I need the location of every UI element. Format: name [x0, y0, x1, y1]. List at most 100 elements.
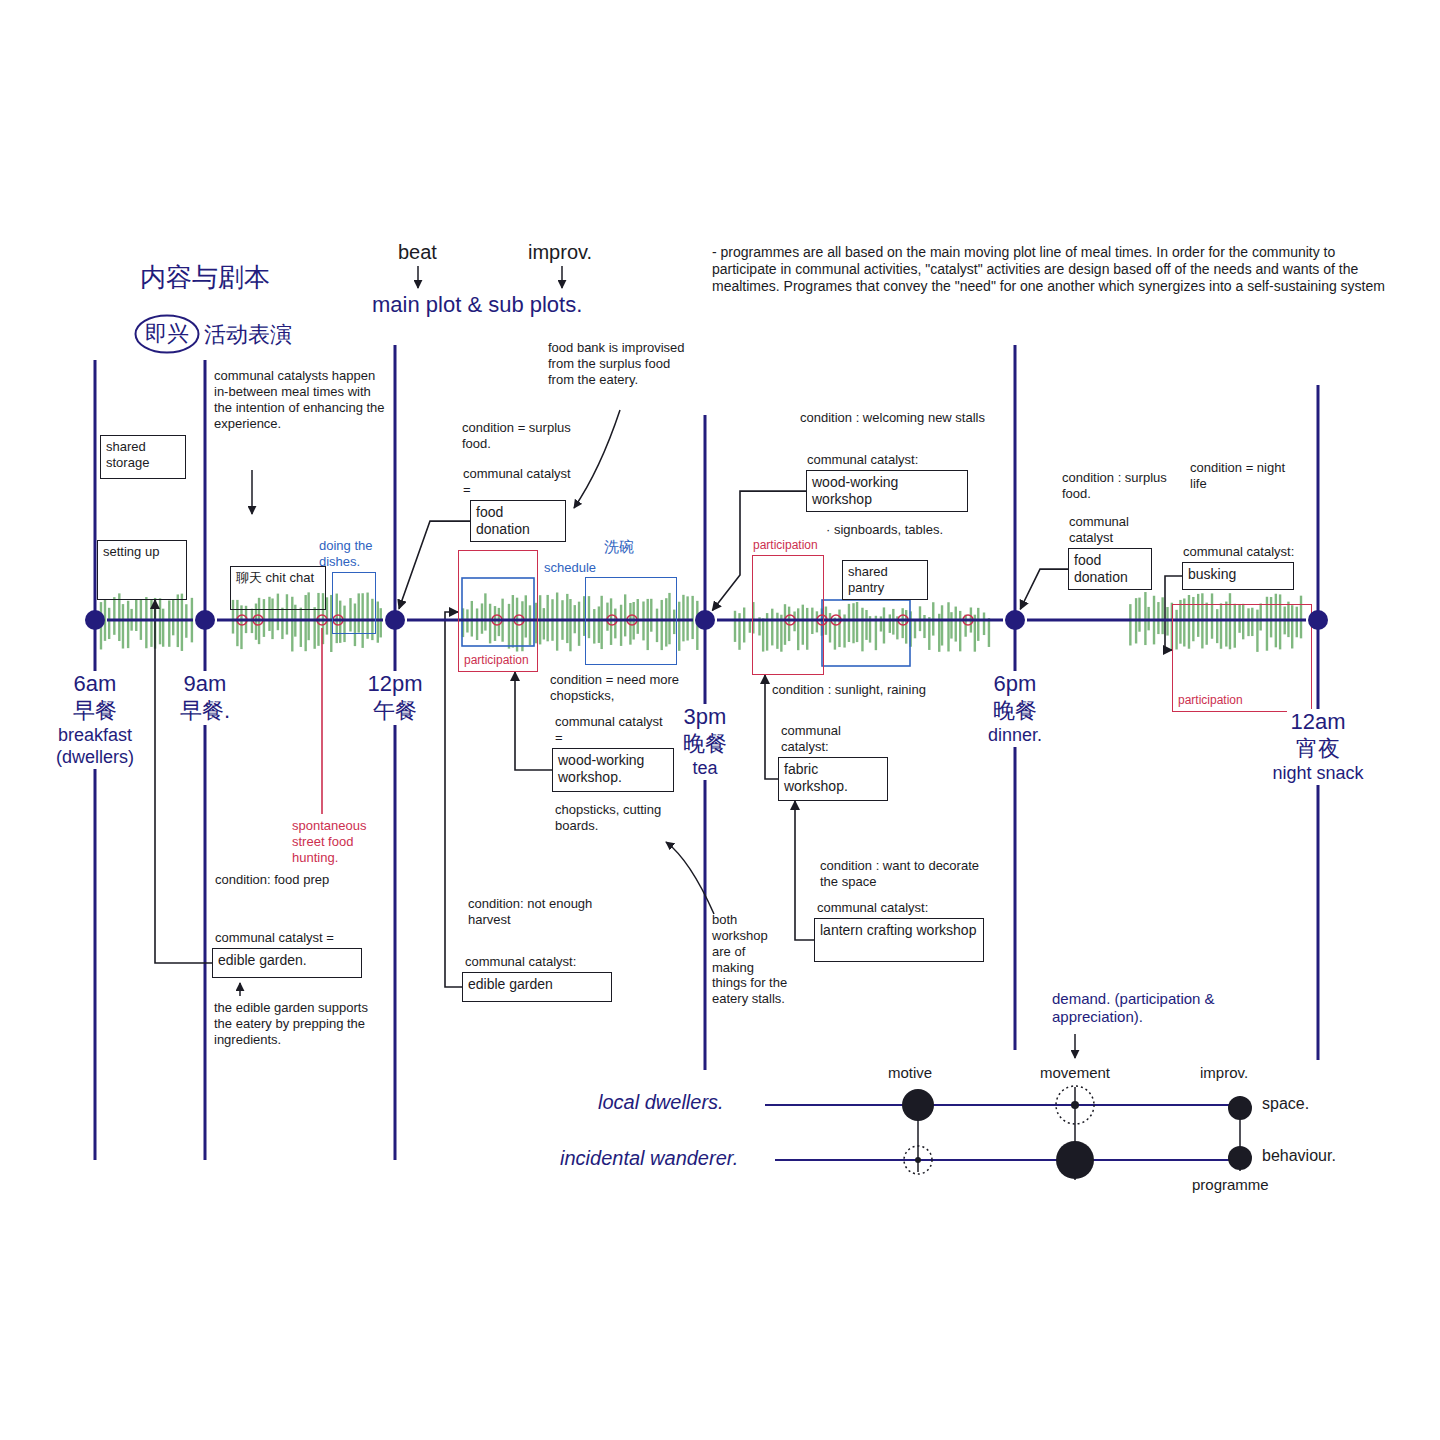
time-label-group: 6am早餐breakfast (dwellers)	[45, 671, 145, 769]
green-hatch	[339, 601, 341, 643]
box-heading: participation	[753, 538, 843, 553]
column-label: improv.	[1200, 1064, 1248, 1082]
green-hatch	[797, 608, 799, 650]
green-hatch	[889, 614, 891, 632]
catalyst-arrow	[1165, 576, 1182, 650]
green-hatch	[620, 605, 622, 646]
time-dot-frame	[194, 609, 216, 631]
time-label: 早餐	[70, 698, 120, 725]
annotation-note: food bank is improvised from the surplus…	[548, 340, 698, 388]
box-heading: communal catalyst:	[465, 954, 605, 970]
green-hatch	[1259, 603, 1261, 630]
green-hatch	[983, 612, 985, 635]
green-hatch	[566, 594, 568, 643]
timeline-segment	[717, 619, 1003, 622]
row-label: local dwellers.	[598, 1090, 724, 1114]
green-hatch	[988, 618, 990, 647]
green-hatch	[784, 604, 786, 645]
time-dot-frame	[84, 609, 106, 631]
catalyst-box: communal catalyst:edible garden	[462, 972, 612, 1002]
condition-note: condition = need more chopsticks,	[550, 672, 695, 704]
time-dot-frame	[1004, 609, 1026, 631]
catalyst-arrow	[795, 801, 814, 940]
pantry-box: shared pantry	[842, 560, 928, 600]
matrix-dot	[1056, 1141, 1094, 1179]
green-hatch	[1197, 594, 1199, 637]
catalyst-arrow	[399, 521, 470, 609]
time-divider	[394, 345, 397, 1160]
green-hatch	[834, 618, 836, 650]
green-hatch	[1175, 610, 1177, 650]
green-hatch	[964, 615, 966, 637]
green-hatch	[1161, 597, 1163, 634]
schedule-box: 洗碗schedule	[585, 577, 677, 665]
time-label: tea	[689, 758, 720, 780]
green-hatch	[489, 604, 491, 644]
green-hatch	[343, 606, 345, 642]
output-note: · signboards, tables.	[826, 522, 996, 538]
matrix-row-line	[765, 1104, 1250, 1106]
green-hatch	[691, 596, 693, 639]
catalyst-box: communal catalyst:fabric workshop.	[778, 757, 888, 801]
green-hatch	[113, 597, 115, 635]
matrix-dot	[902, 1089, 934, 1121]
time-dot	[1308, 610, 1328, 630]
condition-note: condition: not enough harvest	[468, 896, 618, 928]
catalyst-arrow	[1020, 569, 1068, 609]
time-dot	[195, 610, 215, 630]
time-dot-frame	[1307, 609, 1329, 631]
time-dot	[1005, 610, 1025, 630]
green-hatch	[771, 609, 773, 646]
street-food-note: spontaneous street food hunting.	[292, 818, 390, 866]
box-text: 聊天 chit chat	[236, 570, 320, 586]
matrix-dot	[915, 1157, 921, 1163]
condition-note: condition : welcoming new stalls	[800, 410, 1005, 426]
green-hatch	[150, 600, 152, 647]
green-hatch	[1225, 602, 1227, 647]
matrix-row-line	[775, 1159, 1250, 1161]
green-hatch	[286, 594, 288, 634]
green-hatch	[556, 592, 558, 650]
leader-arrow	[1074, 1034, 1076, 1058]
ellipse-outline	[136, 316, 199, 353]
time-label-group: 3pm晚餐tea	[665, 704, 745, 780]
green-hatch	[1179, 600, 1181, 644]
leader-arrow	[417, 266, 419, 288]
time-label: 6pm	[991, 671, 1040, 698]
box-heading: communal catalyst:	[1183, 544, 1295, 560]
box-heading: schedule	[544, 560, 610, 576]
green-hatch	[127, 601, 129, 648]
green-hatch	[1211, 593, 1213, 638]
matrix-ring	[904, 1146, 932, 1174]
hatch-group	[101, 592, 1301, 652]
box-text: participation	[464, 653, 532, 668]
green-hatch	[1129, 604, 1131, 645]
green-hatch	[650, 599, 652, 632]
green-hatch	[914, 620, 916, 639]
catalyst-arrow	[515, 672, 552, 770]
green-hatch	[578, 602, 580, 646]
condition-note: condition : surplus food.	[1062, 470, 1172, 502]
green-hatch	[240, 605, 242, 649]
green-hatch	[883, 607, 885, 643]
time-label: 晚餐	[990, 698, 1040, 725]
time-label: 晚餐	[680, 731, 730, 758]
green-hatch	[1234, 604, 1236, 648]
green-hatch	[546, 595, 548, 641]
time-marker: 12am宵夜night snack	[1307, 609, 1329, 631]
catalyst-box: communal catalyst =food donation	[470, 500, 566, 542]
green-hatch	[624, 594, 626, 636]
box-heading: communal catalyst	[1069, 514, 1169, 546]
green-hatch	[358, 593, 360, 632]
green-hatch	[762, 618, 764, 651]
time-label: 12am	[1287, 709, 1348, 736]
box-text: food donation	[476, 504, 560, 538]
box-text: edible garden	[468, 976, 606, 993]
matrix-dot	[1228, 1146, 1252, 1170]
timeline-segment	[107, 619, 193, 622]
green-hatch	[856, 602, 858, 642]
green-hatch	[1220, 603, 1222, 648]
condition-note: condition: food prep	[215, 872, 335, 888]
condition-note: condition : sunlight, raining	[772, 682, 947, 698]
matrix-dot	[1228, 1096, 1252, 1120]
